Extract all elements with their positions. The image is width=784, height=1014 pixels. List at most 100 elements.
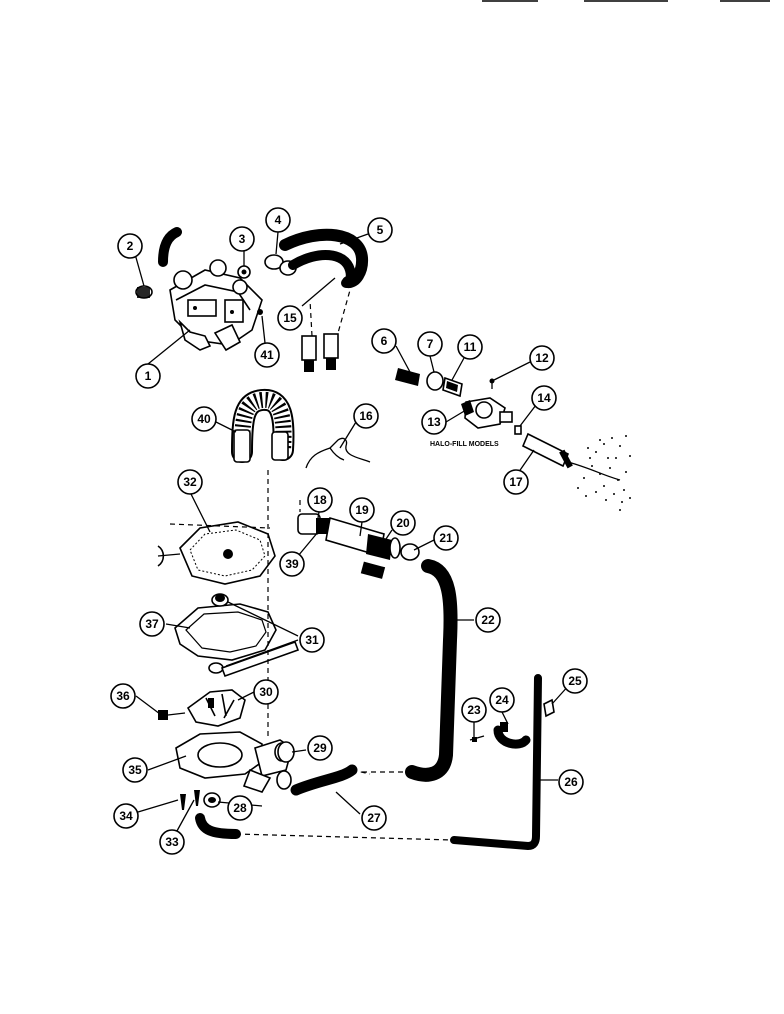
nozzle-guide-2: [309, 299, 313, 337]
clipped-callout: [157, 545, 181, 567]
callout-16: 16: [353, 403, 379, 429]
svg-text:11: 11: [464, 340, 477, 354]
nut: [237, 265, 251, 279]
svg-text:13: 13: [427, 415, 441, 429]
svg-text:23: 23: [467, 703, 481, 717]
svg-text:26: 26: [564, 775, 578, 789]
hose-27-guide: [351, 769, 371, 775]
callout-11: 11: [457, 334, 483, 360]
callout-7: 7: [417, 331, 443, 357]
callout-18: 18: [307, 487, 333, 513]
nozzle-guide: [337, 282, 353, 334]
svg-text:1: 1: [145, 369, 152, 383]
fill-hose-2: [288, 250, 356, 288]
svg-text:36: 36: [116, 689, 130, 703]
callout-6: 6: [371, 328, 397, 354]
callout-22: 22: [475, 607, 501, 633]
inlet-nozzles: [301, 333, 339, 372]
svg-text:3: 3: [239, 232, 246, 246]
svg-text:31: 31: [305, 633, 319, 647]
callout-31: 31: [299, 627, 325, 653]
svg-text:39: 39: [285, 557, 299, 571]
callout-2: 2: [117, 233, 143, 259]
screw-23: [469, 735, 485, 742]
svg-text:27: 27: [367, 811, 381, 825]
svg-text:14: 14: [537, 391, 551, 405]
svg-text:35: 35: [128, 763, 142, 777]
impeller-nut: [211, 593, 229, 607]
svg-text:34: 34: [119, 809, 133, 823]
drain-elbow: [195, 813, 241, 839]
clamp-28: [203, 792, 221, 808]
clamp-21: [400, 543, 420, 561]
svg-text:12: 12: [535, 351, 549, 365]
callout-32: 32: [177, 469, 203, 495]
svg-text:7: 7: [427, 337, 434, 351]
drain-guide: [235, 833, 453, 841]
callout-28: 28: [227, 795, 253, 821]
filter-plate: [179, 521, 276, 585]
pump-housing: [175, 731, 293, 793]
svg-text:21: 21: [439, 531, 453, 545]
connector-assembly: [297, 513, 401, 579]
callout-41: 41: [254, 342, 280, 368]
impeller: [186, 689, 246, 727]
svg-text:33: 33: [165, 835, 179, 849]
svg-text:28: 28: [233, 801, 247, 815]
svg-text:32: 32: [183, 475, 197, 489]
halo-fill-valve: [461, 397, 513, 429]
valve-cap: [135, 285, 153, 299]
callout-12: 12: [529, 345, 555, 371]
callout-1: 1: [135, 363, 161, 389]
svg-text:4: 4: [275, 213, 282, 227]
callout-40: 40: [191, 406, 217, 432]
pump-outlet-hose: [290, 764, 358, 796]
callout-37: 37: [139, 611, 165, 637]
svg-text:24: 24: [495, 693, 509, 707]
hose-hook: [493, 722, 531, 749]
svg-text:5: 5: [377, 223, 384, 237]
fill-tube: [521, 432, 621, 481]
callout-36: 36: [110, 683, 136, 709]
screw-41: [257, 309, 263, 315]
leader-lines: [127, 231, 571, 841]
corrugated-hose: [231, 388, 295, 463]
svg-text:6: 6: [381, 334, 388, 348]
callout-15: 15: [277, 305, 303, 331]
svg-text:20: 20: [396, 516, 410, 530]
callout-14: 14: [531, 385, 557, 411]
callout-21: 21: [433, 525, 459, 551]
seal-and-rod: [208, 640, 300, 678]
wire-spring: [305, 437, 371, 469]
screw-36: [158, 710, 186, 720]
callout-27: 27: [361, 805, 387, 831]
svg-text:17: 17: [509, 475, 523, 489]
svg-text:16: 16: [359, 409, 373, 423]
svg-text:40: 40: [197, 412, 211, 426]
valve-inlet-elbow: [158, 227, 182, 267]
callout-19: 19: [349, 497, 375, 523]
svg-text:30: 30: [259, 685, 273, 699]
callout-20: 20: [390, 510, 416, 536]
clip-25: [543, 698, 555, 718]
callout-5: 5: [367, 217, 393, 243]
halo-fill-connector: [395, 368, 463, 398]
callout-3: 3: [229, 226, 255, 252]
callout-23: 23: [461, 697, 487, 723]
callout-24: 24: [489, 687, 515, 713]
svg-text:25: 25: [568, 674, 582, 688]
callout-4: 4: [265, 207, 291, 233]
callout-17: 17: [503, 469, 529, 495]
callout-39: 39: [279, 551, 305, 577]
clip: [514, 425, 522, 435]
standpipe: [450, 674, 542, 851]
halo-fill-note: HALO-FILL MODELS: [430, 441, 499, 448]
drain-hose: [405, 559, 458, 782]
svg-text:19: 19: [355, 503, 369, 517]
callout-33: 33: [159, 829, 185, 855]
svg-text:37: 37: [145, 617, 159, 631]
svg-text:2: 2: [127, 239, 134, 253]
callout-30: 30: [253, 679, 279, 705]
screws-33-34: [180, 790, 200, 810]
svg-text:29: 29: [313, 741, 327, 755]
